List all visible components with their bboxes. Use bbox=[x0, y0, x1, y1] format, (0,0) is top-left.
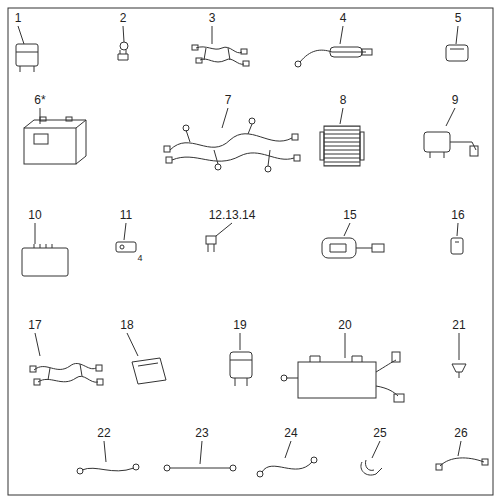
flasher-part bbox=[132, 358, 166, 384]
leader-lines bbox=[18, 26, 461, 464]
terminal-part bbox=[451, 238, 463, 254]
callout-number: 15 bbox=[342, 209, 357, 221]
battery-part bbox=[24, 117, 86, 164]
callout-number: 5 bbox=[454, 12, 463, 24]
callout-number: 23 bbox=[194, 427, 209, 439]
control-module-part bbox=[281, 352, 404, 402]
connector-part bbox=[118, 42, 128, 60]
callout-number: 19 bbox=[232, 319, 247, 331]
cable-part bbox=[295, 47, 372, 67]
quantity-note: 4 bbox=[136, 254, 143, 263]
callout-number: 2 bbox=[119, 12, 128, 24]
wire-parts bbox=[77, 457, 488, 477]
callout-number: 22 bbox=[96, 427, 111, 439]
callout-number: 11 bbox=[119, 209, 133, 221]
callout-number: 17 bbox=[27, 319, 42, 331]
switch-part bbox=[446, 45, 468, 61]
frame bbox=[8, 8, 493, 495]
callout-number: 21 bbox=[451, 319, 466, 331]
callout-number: 12.13.14 bbox=[208, 209, 257, 221]
callout-number: 4 bbox=[339, 12, 348, 24]
sub-harness-part bbox=[30, 363, 103, 385]
bracket-part bbox=[116, 242, 136, 252]
callout-number: 24 bbox=[283, 427, 298, 439]
regulator-part bbox=[320, 126, 364, 166]
main-harness-part bbox=[164, 118, 300, 172]
sub-harness-part bbox=[192, 45, 249, 66]
callout-number: 26 bbox=[453, 427, 468, 439]
callout-number: 10 bbox=[27, 209, 42, 221]
relay-part bbox=[230, 352, 252, 386]
callout-number: 8 bbox=[339, 94, 348, 106]
callout-number: 20 bbox=[337, 319, 352, 331]
callout-number: 7 bbox=[224, 94, 233, 106]
callout-number: 1 bbox=[14, 12, 23, 24]
fuse-part bbox=[206, 236, 216, 252]
callout-number: 25 bbox=[372, 427, 387, 439]
callout-number: 16 bbox=[450, 209, 465, 221]
callout-number: 9 bbox=[451, 94, 460, 106]
callout-number: 6* bbox=[33, 94, 46, 106]
bulb-part bbox=[452, 364, 466, 378]
cdi-unit-part bbox=[22, 244, 68, 276]
handle-switch-part bbox=[322, 238, 384, 258]
ignition-coil-part bbox=[424, 132, 478, 158]
relay-part bbox=[16, 44, 38, 72]
callout-number: 3 bbox=[208, 12, 217, 24]
callout-number: 18 bbox=[119, 319, 134, 331]
